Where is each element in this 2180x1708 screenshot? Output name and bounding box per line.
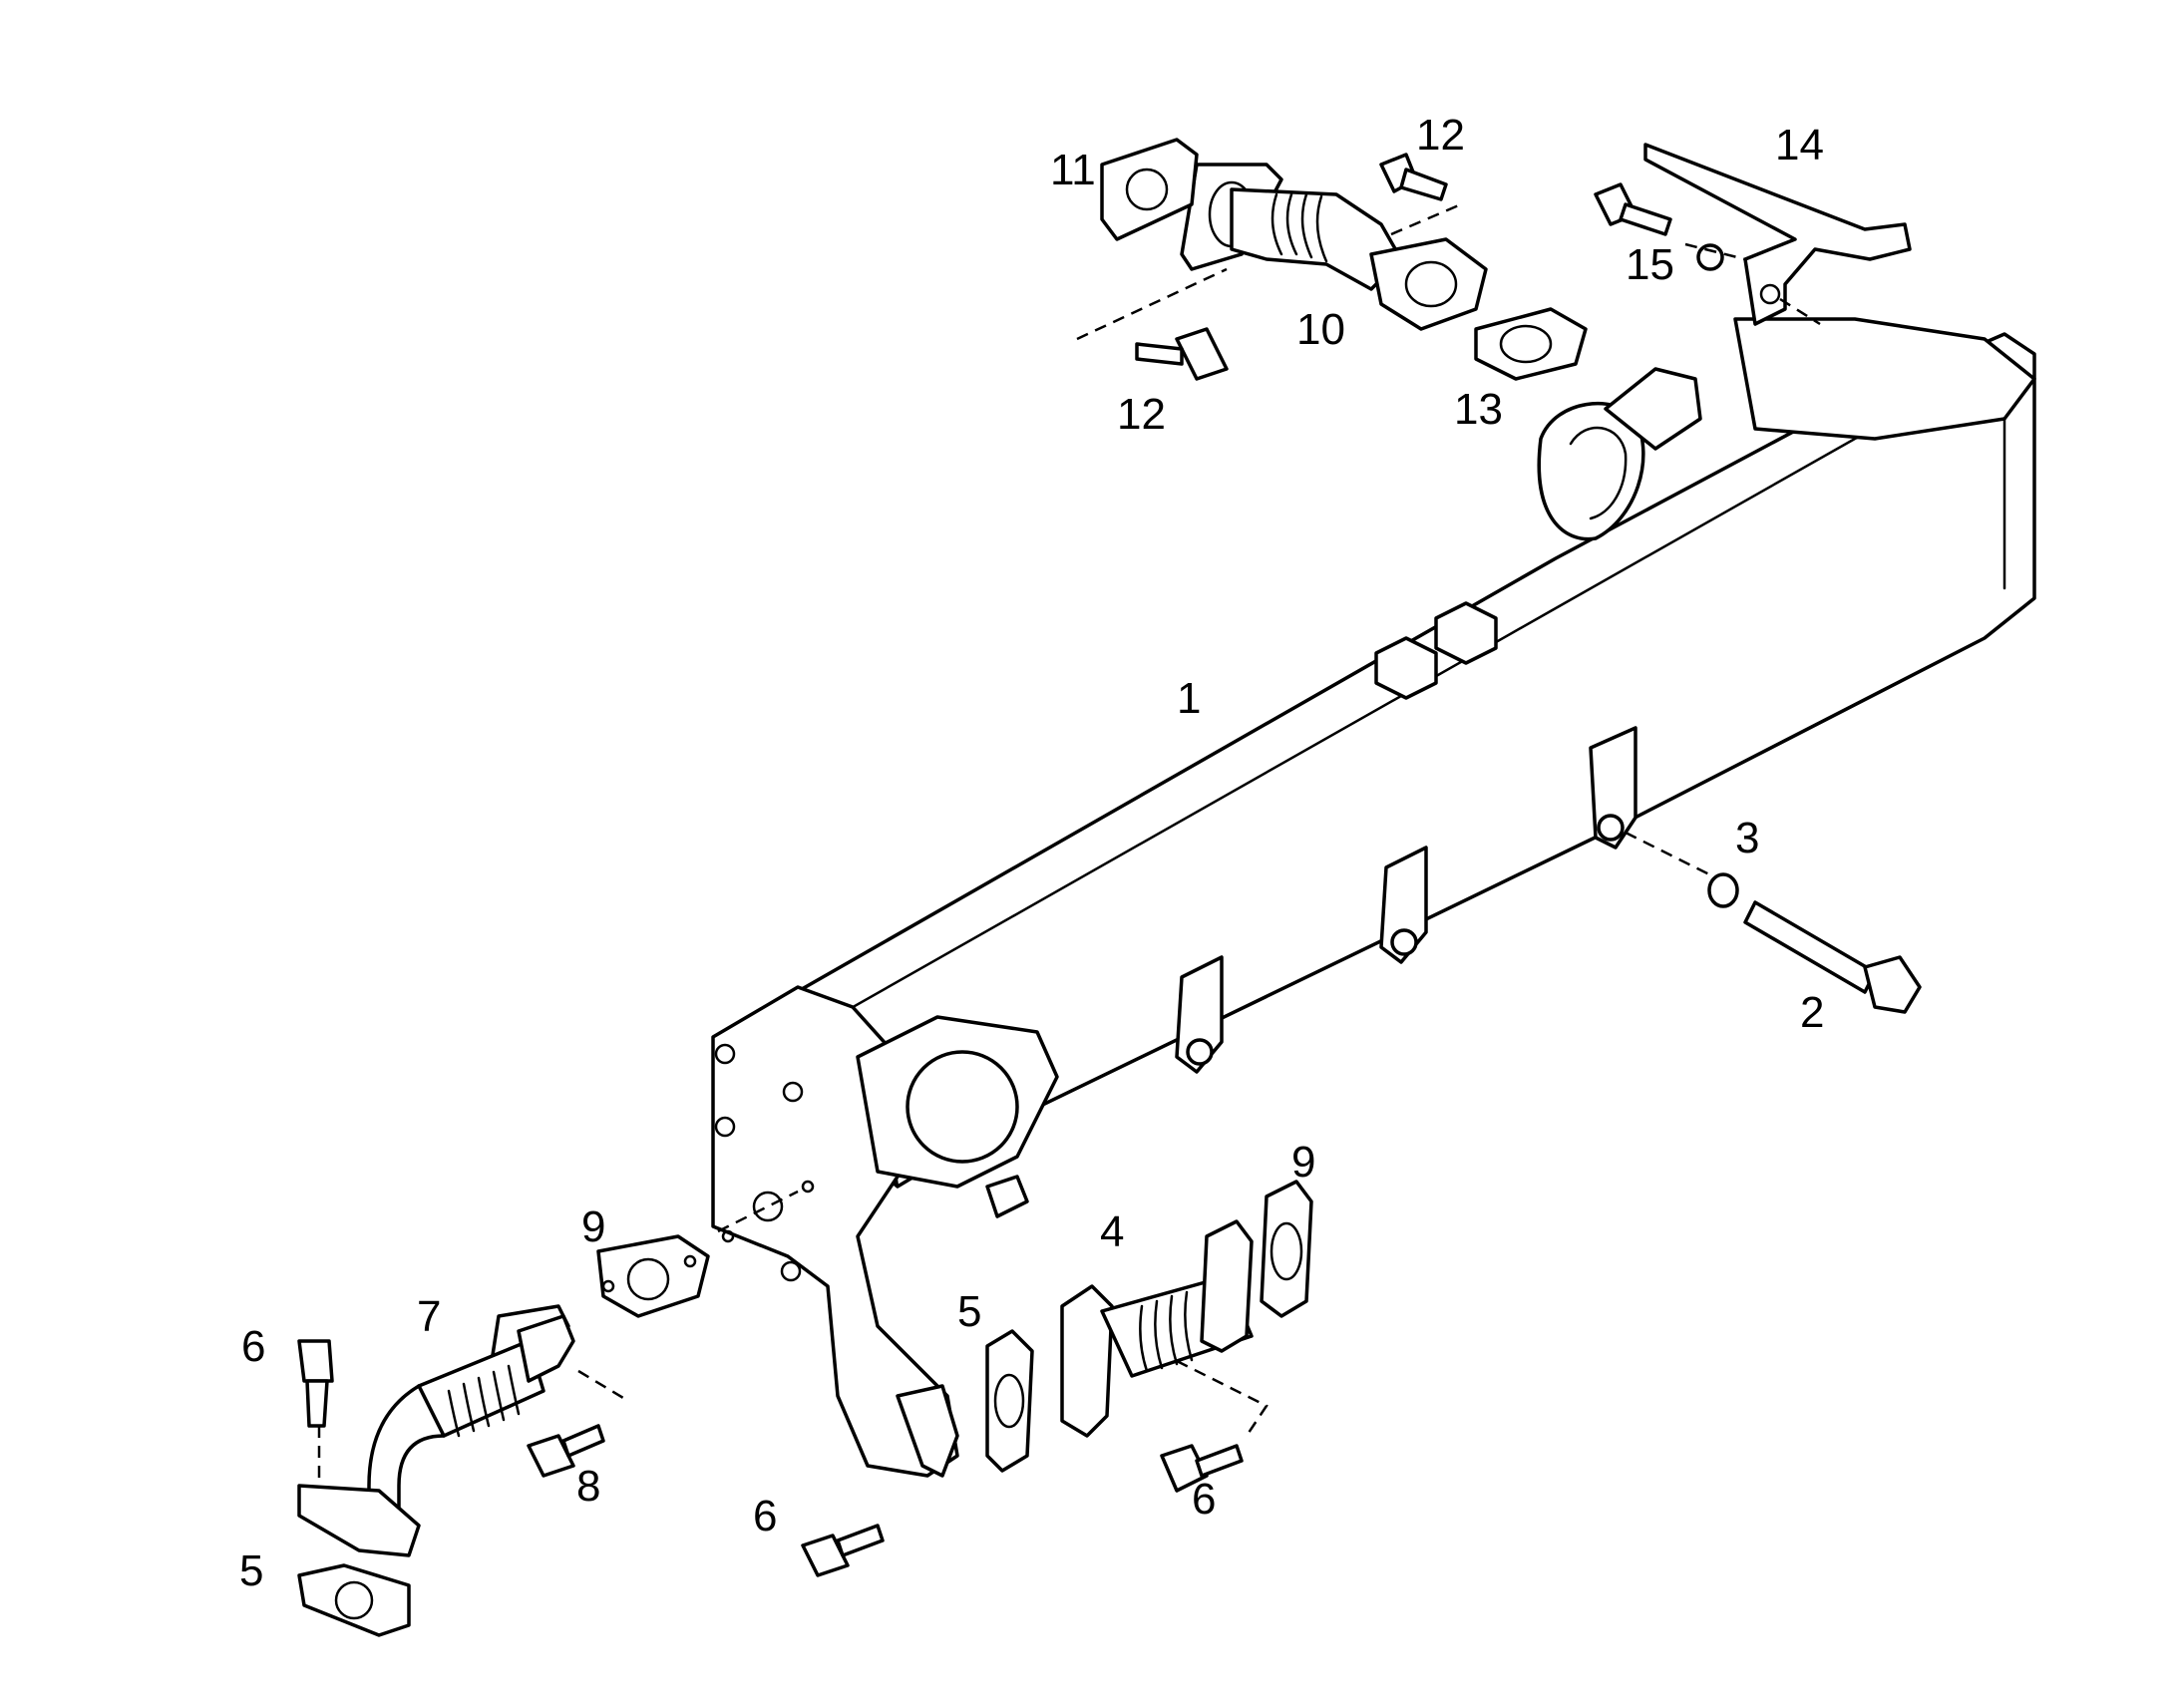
callout-8: 8	[576, 1462, 600, 1511]
callout-1: 1	[1177, 674, 1201, 723]
bracket-14	[1643, 143, 1912, 326]
gasket-13	[1474, 307, 1588, 381]
bolt-12-lower	[1135, 327, 1229, 381]
egr-cooler-body	[711, 317, 2036, 1478]
callout-5-middle: 5	[957, 1287, 981, 1336]
callout-4: 4	[1100, 1207, 1124, 1256]
bolt-6-middle	[801, 1524, 885, 1577]
upper-egr-pipe	[1180, 163, 1488, 331]
bolt-2	[1743, 900, 1922, 1014]
callout-6-middle: 6	[753, 1492, 777, 1540]
bolt-6-right	[1160, 1444, 1244, 1493]
callout-6-left: 6	[241, 1322, 265, 1371]
gasket-5-left	[297, 1563, 411, 1637]
callout-7: 7	[417, 1292, 441, 1341]
callout-11: 11	[1050, 146, 1096, 194]
gasket-9-left	[596, 1234, 710, 1318]
callout-9-right: 9	[1291, 1138, 1315, 1187]
callout-14: 14	[1775, 121, 1824, 170]
callout-2: 2	[1800, 988, 1824, 1037]
callout-3: 3	[1735, 814, 1759, 862]
bolt-8	[527, 1424, 605, 1478]
gasket-11	[1100, 138, 1199, 241]
callout-15: 15	[1626, 240, 1674, 289]
callout-12-lower: 12	[1117, 390, 1166, 439]
washer-3	[1707, 872, 1739, 908]
gasket-9-right	[1260, 1180, 1313, 1318]
left-pipe-7	[297, 1304, 575, 1557]
callout-13: 13	[1454, 385, 1503, 434]
callout-9-left: 9	[581, 1202, 605, 1251]
bolt-6-left-vertical	[297, 1339, 334, 1428]
callout-12-upper: 12	[1416, 111, 1465, 160]
gasket-5-middle	[985, 1329, 1034, 1473]
callout-5-left: 5	[239, 1546, 263, 1595]
callout-labels: 1 2 3 4 5 5 6 6 6 7 8 9 9 10 11 12 12 13…	[239, 111, 1824, 1595]
callout-10: 10	[1296, 305, 1345, 354]
bolt-12-upper	[1379, 153, 1448, 201]
callout-6-right: 6	[1192, 1475, 1216, 1524]
lower-pipe-4	[1060, 1219, 1254, 1438]
